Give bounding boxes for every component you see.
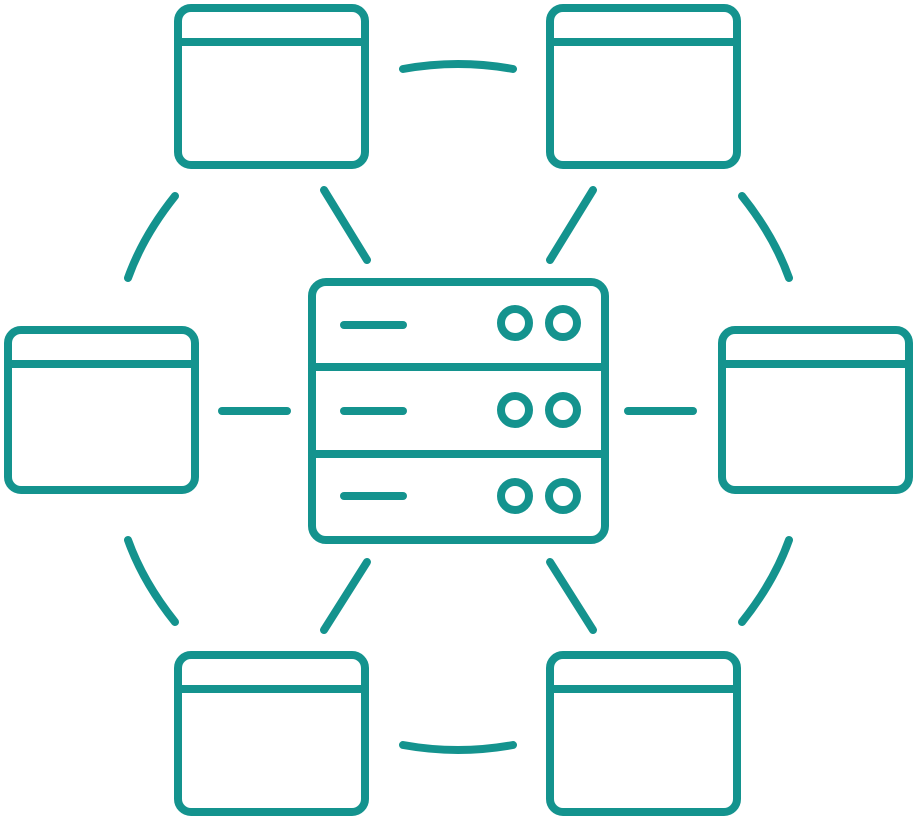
- ring-arcs: [124, 60, 793, 754]
- server-unit: [340, 478, 581, 514]
- ring-arc-upper-right: [738, 192, 793, 282]
- ring-arc-top: [399, 60, 517, 73]
- indicator-light-icon: [497, 305, 533, 341]
- browser-window-icon: [546, 4, 741, 169]
- indicator-light-icon: [497, 478, 533, 514]
- server-rack-icon: [308, 278, 609, 544]
- server-unit: [340, 305, 581, 341]
- ring-arc-lower-right: [738, 536, 793, 626]
- indicator-light-icon: [545, 305, 581, 341]
- connector-bottom-right: [546, 558, 597, 634]
- browser-window-icon: [718, 326, 913, 494]
- connector-top-right: [546, 186, 597, 264]
- ring-arc-upper-left: [124, 192, 179, 282]
- connector-top-left: [320, 186, 371, 264]
- indicator-light-icon: [545, 478, 581, 514]
- browser-window-icon: [174, 4, 369, 169]
- indicator-light-icon: [497, 392, 533, 428]
- browser-window-icon: [546, 651, 741, 816]
- ring-arc-lower-left: [124, 536, 179, 626]
- connector-bottom-left: [320, 558, 371, 634]
- server-unit: [340, 392, 581, 428]
- server-connectors: [218, 186, 697, 634]
- indicator-light-icon: [545, 392, 581, 428]
- ring-arc-bottom: [399, 741, 517, 754]
- browser-window-icon: [174, 651, 369, 816]
- browser-window-icon: [4, 326, 199, 494]
